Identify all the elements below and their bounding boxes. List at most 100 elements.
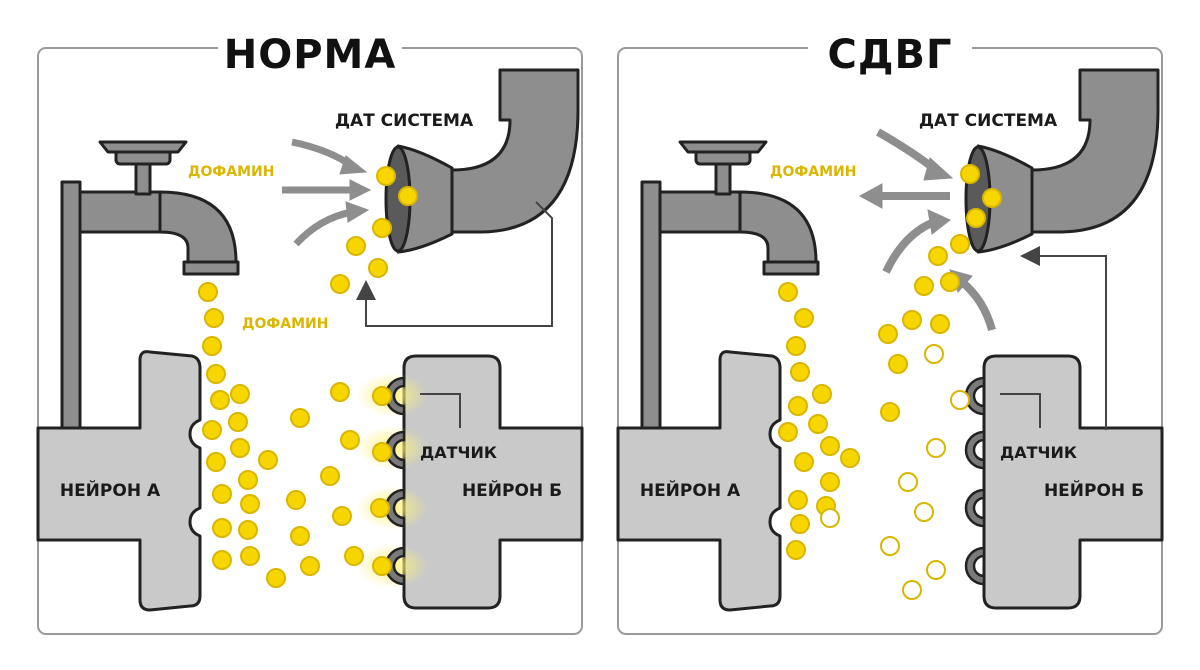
dopamine-dot: [372, 386, 392, 406]
dopamine-dot: [204, 308, 224, 328]
dopamine-dot: [330, 382, 350, 402]
panel-norm: НОРМА НЕЙРОН А НЕЙРОН Б ДАТЧИК: [36, 26, 584, 635]
sensor-label: ДАТЧИК: [1000, 443, 1077, 462]
dopamine-dot: [344, 546, 364, 566]
dopamine-dot: [960, 164, 980, 184]
dopamine-dot: [928, 246, 948, 266]
dopamine-dot: [966, 208, 986, 228]
dopamine-empty-dot: [880, 536, 900, 556]
dat-label: ДАТ СИСТЕМА: [335, 111, 474, 131]
title-bg: [218, 26, 402, 72]
dopamine-dot: [230, 438, 250, 458]
dopamine-empty-dot: [926, 560, 946, 580]
dopamine-dot: [812, 384, 832, 404]
dopamine-dot: [212, 550, 232, 570]
dopamine-dot: [790, 362, 810, 382]
dopamine-dot: [368, 258, 388, 278]
dat-pipe-icon: [384, 68, 580, 254]
dopamine-dot: [778, 282, 798, 302]
dopamine-dot: [788, 396, 808, 416]
dopamine-particles: [198, 166, 418, 588]
dopamine-dot: [340, 430, 360, 450]
dopamine-dot: [286, 490, 306, 510]
dopamine-dot: [238, 470, 258, 490]
arrow-icon: [282, 138, 372, 247]
dopamine-dot: [786, 540, 806, 560]
dat-label: ДАТ СИСТЕМА: [919, 111, 1058, 131]
dopamine-dot: [820, 436, 840, 456]
dopamine-dot: [982, 188, 1002, 208]
dopamine-dot: [372, 218, 392, 238]
dopamine-empty-dot: [902, 580, 922, 600]
dopamine-empty-dot: [820, 508, 840, 528]
receptor-icon: [384, 376, 406, 586]
dopamine-dot: [240, 494, 260, 514]
dopamine-empty-dot: [950, 390, 970, 410]
faucet-icon: [640, 140, 820, 430]
dopamine-dot: [266, 568, 286, 588]
dopamine-dot: [888, 354, 908, 374]
dopamine-dot: [258, 450, 278, 470]
dopamine-dot: [240, 546, 260, 566]
dopamine-dot: [210, 390, 230, 410]
dopamine-dot: [950, 234, 970, 254]
dopamine-particles: [778, 164, 1002, 600]
faucet-icon: [60, 140, 240, 430]
sensor-pointer: [420, 393, 461, 428]
dopamine-dot: [198, 282, 218, 302]
dopamine-dot: [320, 466, 340, 486]
neuron-b-label: НЕЙРОН Б: [1044, 479, 1144, 501]
panel-title: НОРМА: [224, 32, 397, 78]
dopamine-label: ДОФАМИН: [188, 164, 274, 180]
dopamine-empty-dot: [914, 502, 934, 522]
dopamine-dot: [794, 308, 814, 328]
arrow-icon: [858, 128, 996, 332]
dopamine-dot: [206, 364, 226, 384]
dopamine-dot: [206, 452, 226, 472]
dopamine-dot: [788, 490, 808, 510]
dopamine-dot: [228, 412, 248, 432]
dopamine-dot: [878, 324, 898, 344]
dopamine-dot: [230, 384, 250, 404]
dopamine-dot: [372, 442, 392, 462]
dopamine-dot: [202, 336, 222, 356]
dopamine-dot: [346, 236, 366, 256]
dopamine-dot: [290, 526, 310, 546]
receptor-icon: [964, 376, 986, 586]
dopamine-dot: [398, 186, 418, 206]
dopamine-label: ДОФАМИН: [770, 164, 856, 180]
dopamine-empty-dot: [926, 438, 946, 458]
dopamine-empty-dot: [898, 472, 918, 492]
title-bg: [808, 26, 972, 72]
dopamine-dot: [902, 310, 922, 330]
dopamine-dot: [330, 274, 350, 294]
sensor-pointer: [1000, 393, 1041, 428]
dopamine-dot: [370, 498, 390, 518]
dopamine-dot: [840, 448, 860, 468]
feedback-arrow: [356, 201, 553, 327]
neuron-b-label: НЕЙРОН Б: [462, 479, 562, 501]
dat-pipe-icon: [964, 68, 1160, 254]
dopamine-dot: [930, 314, 950, 334]
neuron-b-shape: [982, 354, 1164, 610]
feedback-arrow: [1020, 246, 1107, 430]
dopamine-dot: [238, 520, 258, 540]
dopamine-dot: [940, 272, 960, 292]
dopamine-dot: [790, 514, 810, 534]
sensor-label: ДАТЧИК: [420, 443, 497, 462]
dopamine-dot: [332, 506, 352, 526]
dopamine-dot: [880, 402, 900, 422]
dopamine-dot: [212, 484, 232, 504]
dopamine-dot: [914, 276, 934, 296]
neuron-a-label: НЕЙРОН А: [60, 479, 161, 501]
dopamine-dot: [212, 518, 232, 538]
dopamine-dot: [376, 166, 396, 186]
dopamine-label: ДОФАМИН: [242, 316, 328, 332]
dopamine-dot: [820, 472, 840, 492]
neuron-a-label: НЕЙРОН А: [640, 479, 741, 501]
dopamine-dot: [290, 408, 310, 428]
neuron-a-shape: [616, 350, 782, 612]
panel-title: СДВГ: [828, 32, 953, 78]
dopamine-dot: [300, 556, 320, 576]
